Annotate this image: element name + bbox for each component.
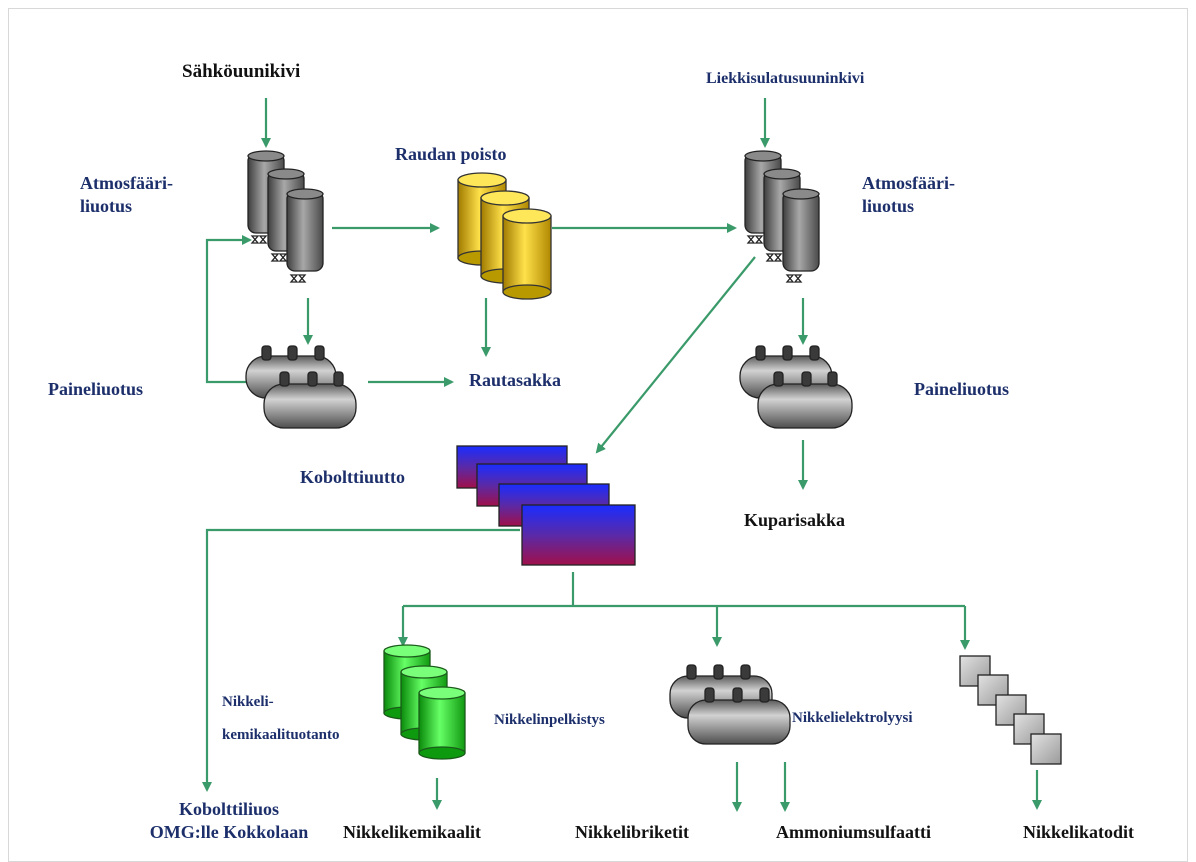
label-atmos-right: Atmosfääri- liuotus [862, 172, 955, 217]
autoclave-reduction [669, 664, 791, 745]
label-kobolttiliuos-line2: OMG:lle Kokkolaan [149, 821, 309, 842]
diagram-frame [8, 8, 1188, 862]
autoclave-left [245, 345, 357, 429]
arrow-atmos-right-to-koboltti [595, 256, 756, 454]
label-kuparisakka: Kuparisakka [744, 510, 846, 530]
green-tanks [383, 644, 466, 760]
label-atmos-left-line2: liuotus [80, 195, 133, 216]
label-liekkisulatusuuninkivi: Liekkisulatusuuninkivi [706, 70, 865, 87]
label-paineliuotus-left: Paineliuotus [48, 379, 144, 399]
atmos-tanks-left [247, 150, 324, 283]
label-kobolttiuutto: Kobolttiuutto [300, 467, 406, 487]
yellow-tanks [457, 172, 552, 300]
label-rautasakka: Rautasakka [469, 370, 562, 390]
label-nikkelielektrolyysi: Nikkelielektrolyysi [792, 710, 913, 726]
label-ammoniumsulfaatti: Ammoniumsulfaatti [776, 822, 932, 842]
label-nikkeli-line1: Nikkeli- [222, 694, 274, 710]
label-nikkelikemikaalit: Nikkelikemikaalit [343, 822, 482, 842]
label-kobolttiliuos: Kobolttiliuos OMG:lle Kokkolaan [136, 798, 322, 843]
label-nikkeli-line2: kemikaalituotanto [222, 726, 340, 743]
label-nikkelinpelkistys: Nikkelinpelkistys [494, 712, 605, 728]
arrow-koboltti-to-kobolttiliuos [202, 528, 520, 792]
label-atmos-right-line2: liuotus [862, 195, 915, 216]
label-atmos-left: Atmosfääri- liuotus [80, 172, 173, 217]
atmos-tanks-right [744, 150, 820, 283]
label-sahkouunikivi: Sähköuunikivi [182, 61, 301, 82]
flow-arrows [202, 98, 1042, 812]
label-nikkelikatodit: Nikkelikatodit [1023, 822, 1135, 842]
label-nikkeli-kemikaalituotanto: Nikkeli- kemikaalituotanto [222, 693, 340, 745]
label-paineliuotus-right: Paineliuotus [914, 379, 1010, 399]
label-atmos-right-line1: Atmosfääri- [862, 173, 955, 193]
label-nikkelibriketit: Nikkelibriketit [575, 822, 690, 842]
arrow-paine-recycle [205, 235, 252, 384]
label-kobolttiliuos-line1: Kobolttiliuos [178, 799, 280, 819]
electrolysis-cells [959, 655, 1062, 765]
label-atmos-left-line1: Atmosfääri- [80, 173, 173, 193]
cobalt-extractors [456, 445, 636, 566]
autoclave-right [739, 345, 853, 429]
label-raudan-poisto: Raudan poisto [395, 144, 507, 164]
